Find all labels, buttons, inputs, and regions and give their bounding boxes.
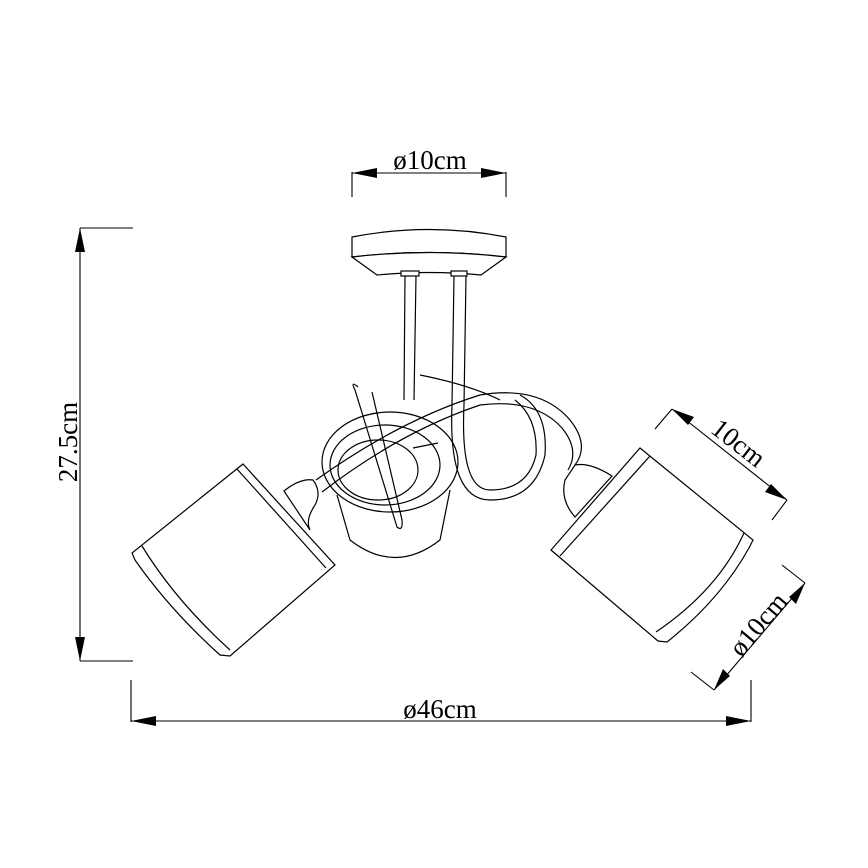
height-dimension: 27.5cm — [53, 227, 133, 662]
shade-diameter-label: ø10cm — [723, 586, 793, 662]
ceiling-canopy — [350, 228, 508, 277]
center-lamp-holder — [321, 411, 459, 558]
overall-diameter-dimension: ø46cm — [130, 680, 752, 726]
twisted-arms — [315, 374, 582, 530]
height-label: 27.5cm — [53, 402, 83, 482]
canopy-diameter-label: ø10cm — [393, 145, 467, 175]
shade-length-label: 10cm — [706, 413, 772, 474]
right-lamp-shade — [550, 447, 754, 643]
center-rods — [403, 275, 546, 501]
left-lamp-shade — [131, 463, 336, 657]
overall-diameter-label: ø46cm — [403, 694, 477, 724]
canopy-diameter-dimension: ø10cm — [351, 145, 507, 197]
